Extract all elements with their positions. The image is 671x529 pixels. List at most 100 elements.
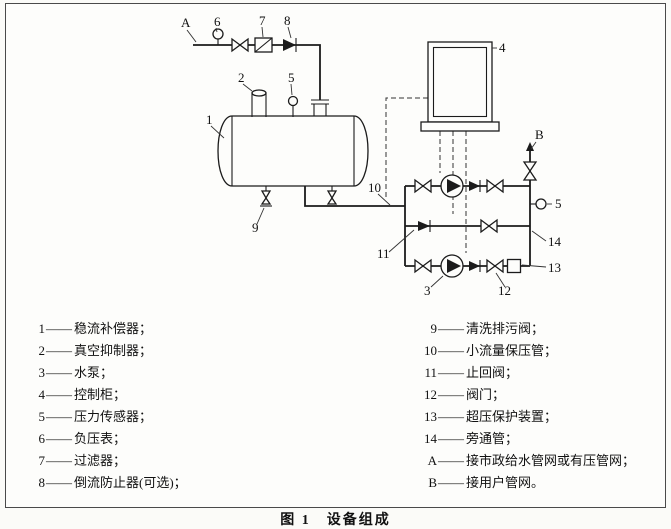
legend-key: 11 [424,365,437,380]
legend-item: 5——压力传感器； [28,406,420,428]
legend-key: 5 [38,409,46,424]
legend-text: 超压保护装置； [466,409,558,424]
label-3: 3 [424,283,431,298]
legend-text: 负压表； [74,431,127,446]
lower-suction-valve-icon [414,258,432,274]
legend-item: 4——控制柜； [28,384,420,406]
legend-key: B [428,475,437,490]
legend-key: 4 [38,387,46,402]
figure-frame: A 6 7 8 2 5 1 4 B 9 10 11 3 12 5 14 13 1… [5,3,666,508]
label-12: 12 [498,283,511,298]
legend-column-right: 9——清洗排污阀； 10——小流量保压管； 11——止回阀； 12——阀门； 1… [420,318,655,494]
legend-item: 6——负压表； [28,428,420,450]
legend-key: 8 [38,475,46,490]
legend-item: 13——超压保护装置； [420,406,655,428]
legend-text: 接用户管网。 [466,475,545,490]
legend-text: 清洗排污阀； [466,321,545,336]
inlet-pipe [193,44,329,117]
label-14: 14 [548,234,562,249]
lower-check-valve-icon [469,260,481,272]
legend-dash: —— [46,343,72,358]
legend-key: 1 [38,321,46,336]
legend-dash: —— [46,431,72,446]
figure-caption: 图 1 设备组成 [280,513,391,528]
legend-column-left: 1——稳流补偿器； 2——真空抑制器； 3——水泵； 4——控制柜； 5——压力… [28,318,420,494]
legend-item: 11——止回阀； [420,362,655,384]
inlet-valve-icon [231,37,249,53]
legend-text: 止回阀； [466,365,519,380]
legend-dash: —— [46,365,72,380]
label-7: 7 [259,13,266,28]
legend-key: A [427,453,437,468]
legend-item: 1——稳流补偿器； [28,318,420,340]
label-5-right: 5 [555,196,562,211]
control-wiring [385,97,467,253]
legend-text: 控制柜； [74,387,127,402]
legend-dash: —— [438,431,464,446]
legend-dash: —— [46,321,72,336]
legend-key: 3 [38,365,46,380]
legend-dash: —— [438,475,464,490]
label-11: 11 [377,246,390,261]
equipment-diagram: A 6 7 8 2 5 1 4 B 9 10 11 3 12 5 14 13 [6,4,665,312]
lower-discharge-valve-icon [486,258,504,274]
legend-item: 14——旁通管； [420,428,655,450]
legend-dash: —— [46,387,72,402]
legend-dash: —— [438,365,464,380]
steady-flow-compensator-tank [217,115,369,187]
filter-icon [254,37,273,53]
pressure-sensor-top-icon [287,95,299,117]
label-6: 6 [214,14,221,29]
label-8: 8 [284,13,291,28]
drain-valve-right-icon [326,186,338,207]
relief-flow-arrow-icon [526,142,534,151]
label-A: A [181,15,191,30]
legend-dash: —— [46,475,72,490]
label-9: 9 [252,220,259,235]
diagram-label-leaders [186,26,552,288]
pump-manifold-pipes [404,150,531,267]
pressure-sensor-right-icon [530,198,547,210]
label-4: 4 [499,40,506,55]
legend-item: B——接用户管网。 [420,472,655,494]
overpressure-protection-device-icon [506,258,522,274]
legend-text: 阀门； [466,387,506,402]
legend-text: 接市政给水管网或有压管网； [466,453,636,468]
legend-text: 稳流补偿器； [74,321,153,336]
label-13: 13 [548,260,561,275]
legend-dash: —— [438,409,464,424]
legend-text: 旁通管； [466,431,519,446]
piping-schematic: A 6 7 8 2 5 1 4 B 9 10 11 3 12 5 14 13 [181,13,562,298]
legend-key: 6 [38,431,46,446]
label-5-top: 5 [288,70,295,85]
upper-discharge-valve-icon [486,178,504,194]
legend-dash: —— [438,453,464,468]
negative-pressure-gauge-icon [212,28,224,45]
upper-pump-icon [440,174,464,198]
suction-pipe [304,186,405,207]
label-B: B [535,127,544,142]
legend-dash: —— [438,343,464,358]
legend-text: 压力传感器； [74,409,153,424]
legend-item: 8——倒流防止器(可选)； [28,472,420,494]
legend-dash: —— [438,387,464,402]
relief-valve-icon [522,161,538,181]
legend-item: 12——阀门； [420,384,655,406]
legend-item: 2——真空抑制器； [28,340,420,362]
backflow-preventer-icon [283,38,297,52]
upper-check-valve-icon [469,180,481,192]
legend-key: 14 [424,431,437,446]
legend-key: 7 [38,453,46,468]
legend-key: 10 [424,343,437,358]
legend-text: 过滤器； [74,453,127,468]
legend-key: 9 [430,321,438,336]
upper-suction-valve-icon [414,178,432,194]
label-2: 2 [238,70,245,85]
legend-dash: —— [46,409,72,424]
lower-pump-icon [440,254,464,278]
legend-key: 12 [424,387,437,402]
legend-item: A——接市政给水管网或有压管网； [420,450,655,472]
legend-text: 水泵； [74,365,114,380]
legend-dash: —— [46,453,72,468]
